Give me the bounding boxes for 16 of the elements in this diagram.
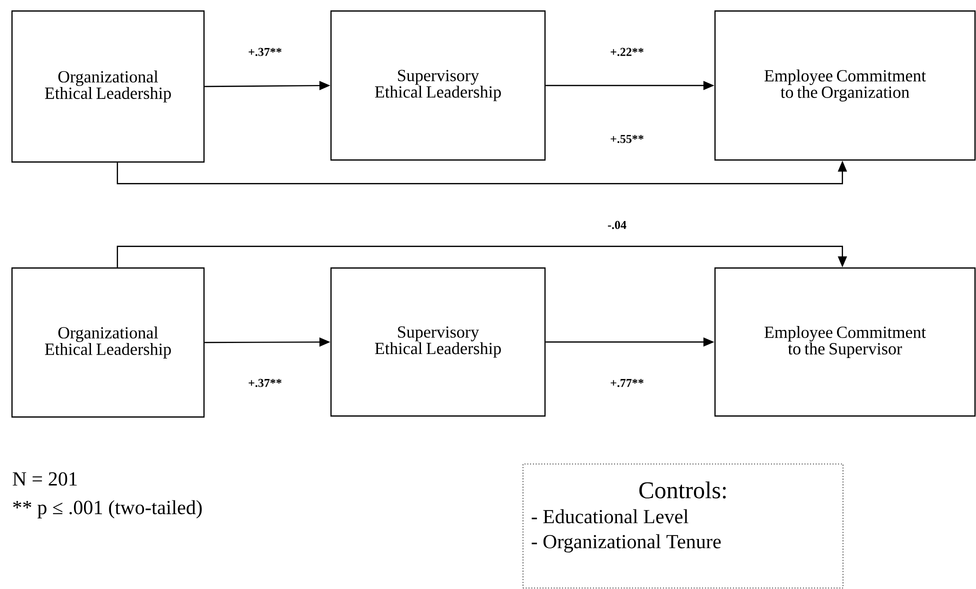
edge-label: +.55** (609, 134, 645, 144)
process-box: Organizational Ethical Leadership (11, 10, 205, 163)
process-box: Supervisory Ethical Leadership (330, 267, 546, 417)
note-text: ** p ≤ .001 (two-tailed) (13, 500, 202, 518)
arrow (116, 246, 848, 268)
edge-label: -.04 (606, 220, 628, 230)
process-box: Employee Commitment to the Organization (714, 10, 976, 161)
controls-box: Controls: - Educational Level - Organizational Tenure (522, 464, 844, 588)
process-box: Organizational Ethical Leadership (11, 267, 205, 418)
edge-label: +.37** (247, 378, 283, 388)
edge-label: +.37** (247, 46, 283, 58)
edge-label: +.77** (609, 378, 645, 388)
process-box: Supervisory Ethical Leadership (330, 10, 546, 161)
process-box: Employee Commitment to the Supervisor (714, 267, 976, 417)
note-text: N = 201 (12, 472, 77, 486)
edge-label: +.22** (609, 46, 645, 58)
